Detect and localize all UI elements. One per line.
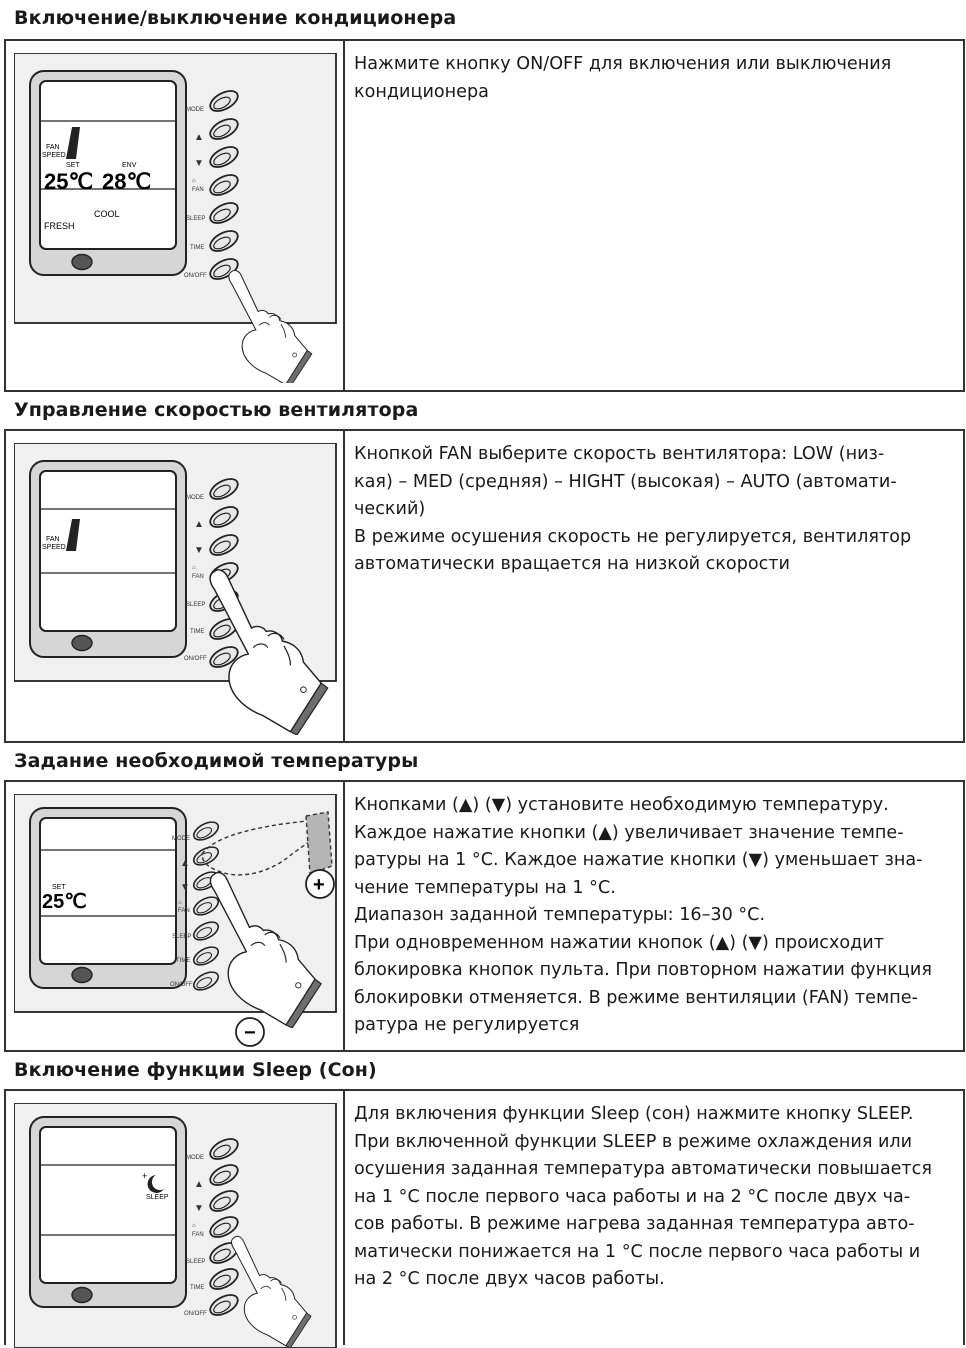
svg-text:+: + bbox=[142, 1171, 147, 1181]
set-temperature: 25℃ bbox=[44, 169, 93, 194]
svg-text:⌂: ⌂ bbox=[192, 1223, 196, 1229]
svg-text:▲: ▲ bbox=[194, 1179, 204, 1190]
svg-text:SET: SET bbox=[52, 884, 66, 891]
svg-text:FAN: FAN bbox=[192, 187, 204, 193]
fresh-label: FRESH bbox=[44, 221, 75, 231]
svg-text:TIME: TIME bbox=[190, 245, 204, 251]
text-line: блокировки отменяется. В режиме вентиляц… bbox=[354, 987, 918, 1008]
plus-icon: + bbox=[313, 874, 325, 896]
text-line: ческий) bbox=[354, 499, 426, 519]
text-line: Кнопкой FAN выберите скорость вентилятор… bbox=[354, 444, 885, 464]
svg-text:FAN: FAN bbox=[178, 908, 190, 914]
section-title: Включение/выключение кондиционера bbox=[14, 7, 457, 29]
section-body: FAN SPEED MODE ▲ ▼ ⌂ FAN SLEEP TIME ON/OF… bbox=[4, 431, 965, 741]
text-line: блокировка кнопок пульта. При повторном … bbox=[354, 960, 932, 980]
svg-text:SLEEP: SLEEP bbox=[172, 934, 191, 940]
column-divider bbox=[343, 431, 345, 741]
text-line: кая) – MED (средняя) – HIGHT (высокая) –… bbox=[354, 471, 897, 492]
text-line: ратуры на 1 °C. Каждое нажатие кнопки (▼… bbox=[354, 850, 923, 870]
svg-text:▼: ▼ bbox=[180, 882, 190, 893]
text-line: При включенной функции SLEEP в режиме ох… bbox=[354, 1131, 913, 1152]
svg-text:TIME: TIME bbox=[176, 958, 190, 964]
svg-text:⌂: ⌂ bbox=[192, 565, 196, 571]
section-title: Управление скоростью вентилятора bbox=[14, 399, 419, 421]
svg-text:FAN: FAN bbox=[46, 536, 60, 543]
svg-text:ON/OFF: ON/OFF bbox=[184, 656, 207, 662]
section-text: Нажмите кнопку ON/OFF для включения или … bbox=[354, 51, 959, 106]
page-frame bbox=[4, 0, 965, 1345]
svg-text:▲: ▲ bbox=[194, 519, 204, 530]
svg-text:▼: ▼ bbox=[194, 158, 204, 169]
svg-text:▲: ▲ bbox=[194, 132, 204, 143]
fan-speed-indicator: SPEED bbox=[42, 544, 66, 551]
section-body: FAN SPEED SET ENV 25℃ 28℃ COOL FRESH MOD… bbox=[4, 41, 965, 390]
svg-text:SET: SET bbox=[66, 162, 80, 169]
svg-text:SLEEP: SLEEP bbox=[186, 216, 205, 222]
column-divider bbox=[343, 41, 345, 390]
section-body: + SLEEP MODE ▲ ▼ ⌂FAN SLEEP TIME ON/OFF … bbox=[4, 1091, 965, 1348]
svg-text:ON/OFF: ON/OFF bbox=[170, 982, 193, 988]
section-header: Включение функции Sleep (Сон) bbox=[4, 1050, 965, 1091]
text-line: При одновременном нажатии кнопок (▲) (▼)… bbox=[354, 932, 884, 953]
set-temperature: 25℃ bbox=[42, 891, 87, 913]
text-line: В режиме осушения скорость не регулирует… bbox=[354, 526, 912, 547]
svg-text:SPEED: SPEED bbox=[42, 152, 66, 159]
svg-text:TIME: TIME bbox=[190, 629, 204, 635]
text-line: на 2 °C после двух часов работы. bbox=[354, 1269, 665, 1289]
svg-text:MODE: MODE bbox=[172, 836, 190, 842]
svg-text:▲: ▲ bbox=[180, 858, 190, 869]
svg-text:⌂: ⌂ bbox=[178, 900, 182, 906]
svg-text:SLEEP: SLEEP bbox=[186, 602, 205, 608]
svg-text:TIME: TIME bbox=[190, 1285, 204, 1291]
svg-text:FAN: FAN bbox=[46, 144, 60, 151]
text-line: осушения заданная температура автоматиче… bbox=[354, 1159, 932, 1179]
svg-text:▼: ▼ bbox=[194, 1203, 204, 1214]
section-body: SET 25℃ MODE ▲ ▼ ⌂FAN SLEEP TIME ON/OFF … bbox=[4, 782, 965, 1050]
svg-text:▼: ▼ bbox=[194, 545, 204, 556]
text-line: сов работы. В режиме нагрева заданная те… bbox=[354, 1214, 915, 1234]
text-line: Для включения функции Sleep (сон) нажмит… bbox=[354, 1104, 914, 1124]
text-line: автоматически вращается на низкой скорос… bbox=[354, 554, 790, 574]
svg-text:MODE: MODE bbox=[186, 495, 204, 501]
section-text: Кнопкой FAN выберите скорость вентилятор… bbox=[354, 441, 959, 579]
section-header: Включение/выключение кондиционера bbox=[4, 0, 965, 41]
svg-text:FAN: FAN bbox=[192, 574, 204, 580]
text-line: чение температуры на 1 °C. bbox=[354, 877, 616, 898]
remote-illustration-temperature: SET 25℃ MODE ▲ ▼ ⌂FAN SLEEP TIME ON/OFF … bbox=[14, 794, 337, 1047]
text-line: Нажмите кнопку ON/OFF для включения или … bbox=[354, 54, 892, 74]
text-line: матически понижается на 1 °C после перво… bbox=[354, 1241, 921, 1262]
text-line: Диапазон заданной температуры: 16–30 °C. bbox=[354, 905, 766, 925]
text-line: на 1 °C после первого часа работы и на 2… bbox=[354, 1186, 911, 1207]
column-divider bbox=[343, 1091, 345, 1345]
text-line: Кнопками (▲) (▼) установите необходимую … bbox=[354, 795, 889, 815]
section-header: Управление скоростью вентилятора bbox=[4, 390, 965, 431]
svg-text:FAN: FAN bbox=[192, 1232, 204, 1238]
svg-text:ENV: ENV bbox=[122, 162, 137, 169]
env-temperature: 28℃ bbox=[102, 169, 151, 194]
section-text: Для включения функции Sleep (сон) нажмит… bbox=[354, 1101, 959, 1294]
column-divider bbox=[343, 782, 345, 1050]
svg-text:ON/OFF: ON/OFF bbox=[184, 1311, 207, 1317]
section-header: Задание необходимой температуры bbox=[4, 741, 965, 782]
text-line: ратура не регулируется bbox=[354, 1015, 580, 1035]
section-text: Кнопками (▲) (▼) установите необходимую … bbox=[354, 792, 959, 1040]
svg-text:SLEEP: SLEEP bbox=[186, 1259, 205, 1265]
svg-text:MODE: MODE bbox=[186, 1155, 204, 1161]
mode-label: COOL bbox=[94, 209, 120, 219]
remote-illustration-fan: FAN SPEED MODE ▲ ▼ ⌂ FAN SLEEP TIME ON/OF… bbox=[14, 443, 337, 735]
section-title: Задание необходимой температуры bbox=[14, 750, 419, 772]
text-line: кондиционера bbox=[354, 81, 489, 102]
remote-illustration-sleep: + SLEEP MODE ▲ ▼ ⌂ FAN SLEEP TIME ON/OFF bbox=[14, 1103, 337, 1348]
svg-text:MODE: MODE bbox=[186, 107, 204, 113]
sleep-indicator: SLEEP bbox=[146, 1194, 169, 1201]
text-line: Каждое нажатие кнопки (▲) увеличивает зн… bbox=[354, 822, 904, 843]
remote-illustration-power: FAN SPEED SET ENV 25℃ 28℃ COOL FRESH MOD… bbox=[14, 53, 337, 383]
svg-text:ON/OFF: ON/OFF bbox=[184, 273, 207, 279]
moon-icon bbox=[147, 1175, 164, 1193]
minus-icon: − bbox=[244, 1022, 256, 1044]
svg-text:⌂: ⌂ bbox=[192, 178, 196, 184]
section-title: Включение функции Sleep (Сон) bbox=[14, 1059, 377, 1081]
